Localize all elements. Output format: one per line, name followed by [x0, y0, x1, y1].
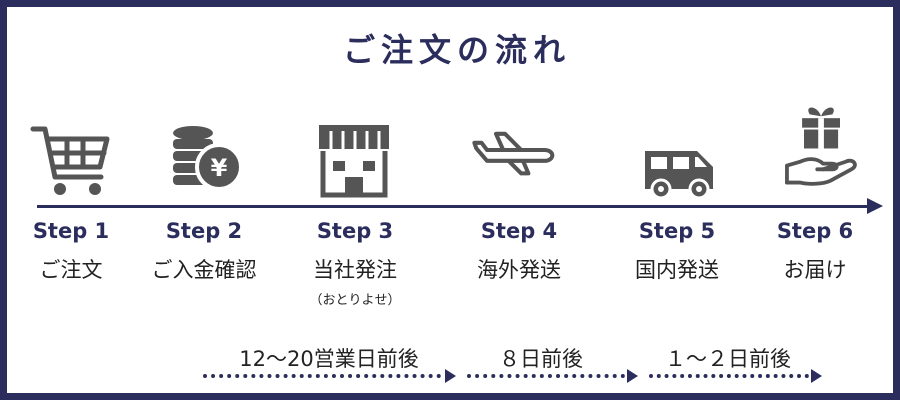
step-name: ご入金確認: [151, 258, 257, 282]
step-label: Step 6: [776, 219, 854, 243]
duration-dotted-line: [203, 374, 441, 378]
step-name: 海外発送: [477, 258, 561, 282]
step-name: お届け: [783, 258, 847, 282]
step-name: 当社発注: [313, 258, 397, 282]
step-name: ご注文: [39, 258, 103, 282]
duration-dotted-line: [649, 374, 809, 378]
duration-label: １〜２日前後: [665, 347, 791, 371]
duration-label: 12〜20営業日前後: [239, 347, 419, 371]
duration-arrowhead: [445, 369, 456, 383]
duration-dotted-line: [467, 374, 625, 378]
step-note: （おとりよせ）: [309, 293, 401, 308]
step-label: Step 1: [32, 219, 110, 243]
svg-text:¥: ¥: [211, 154, 228, 182]
diagram-title: ご注文の流れ: [342, 31, 571, 69]
truck-icon: [635, 121, 725, 211]
storefront-icon: [309, 115, 399, 205]
timeline-line: [37, 205, 869, 208]
step-label: Step 3: [316, 219, 394, 243]
yen-coins-icon: ¥: [163, 115, 253, 205]
gift-hand-icon: [777, 103, 867, 193]
step-name: 国内発送: [635, 258, 719, 282]
step-label: Step 5: [638, 219, 716, 243]
duration-label: ８日前後: [499, 347, 583, 371]
shopping-cart-icon: [27, 115, 117, 205]
duration-arrowhead: [627, 369, 638, 383]
airplane-icon: [469, 105, 559, 195]
step-label: Step 2: [165, 219, 243, 243]
timeline-arrowhead: [867, 198, 883, 214]
step-label: Step 4: [480, 219, 558, 243]
duration-arrowhead: [811, 369, 822, 383]
